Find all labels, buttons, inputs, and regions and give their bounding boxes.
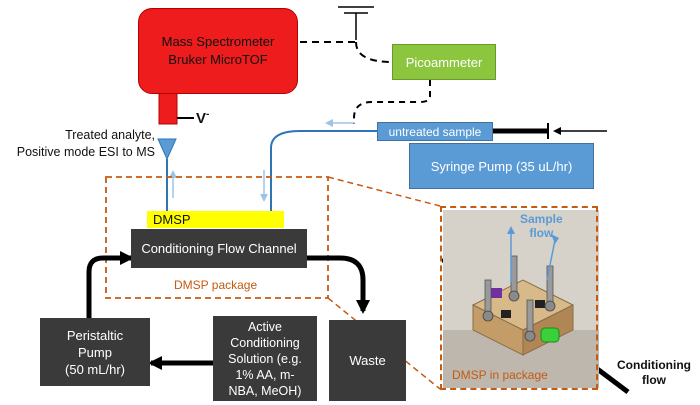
peristaltic-pump-box: Peristaltic Pump (50 mL/hr) xyxy=(40,318,150,386)
dmsp-strip: DMSP xyxy=(147,211,284,228)
mass-spec-line1: Mass Spectrometer xyxy=(161,34,275,49)
waste-box: Waste xyxy=(329,320,406,401)
conditioning-flow-channel-box: Conditioning Flow Channel xyxy=(131,229,307,268)
flow-pump-to-channel xyxy=(86,251,134,318)
flow-channel-to-waste xyxy=(307,255,370,314)
picoammeter-box: Picoammeter xyxy=(392,44,496,80)
dmsp-package-frame xyxy=(105,176,329,299)
tubing-sample-in xyxy=(270,130,377,211)
photo-frame xyxy=(440,206,598,390)
dashed-lead-picoammeter xyxy=(355,41,393,63)
mass-spec-line2: Bruker MicroTOF xyxy=(168,52,268,67)
photo-illustration xyxy=(443,210,599,388)
conditioning-flow-label: Conditioning flow xyxy=(617,358,691,387)
treated-analyte-label: Treated analyte, Positive mode ESI to MS xyxy=(16,128,155,159)
untreated-sample-box: untreated sample xyxy=(377,122,493,141)
photo-caption: DMSP in package xyxy=(452,368,548,382)
ms-inlet xyxy=(158,92,178,125)
dashed-lead-sample xyxy=(353,80,431,124)
syringe-pump-box: Syringe Pump (35 uL/hr) xyxy=(409,143,594,189)
esi-emitter xyxy=(157,138,177,161)
active-solution-box: Active Conditioning Solution (e.g. 1% AA… xyxy=(213,316,317,401)
mass-spectrometer-box: Mass Spectrometer Bruker MicroTOF xyxy=(138,8,298,94)
sample-flow-label: Sample flow xyxy=(520,212,563,240)
voltage-label: V- xyxy=(196,109,210,127)
ground-symbol xyxy=(338,6,374,40)
dmsp-package-photo xyxy=(443,210,599,388)
dmsp-package-label: DMSP package xyxy=(174,278,258,292)
